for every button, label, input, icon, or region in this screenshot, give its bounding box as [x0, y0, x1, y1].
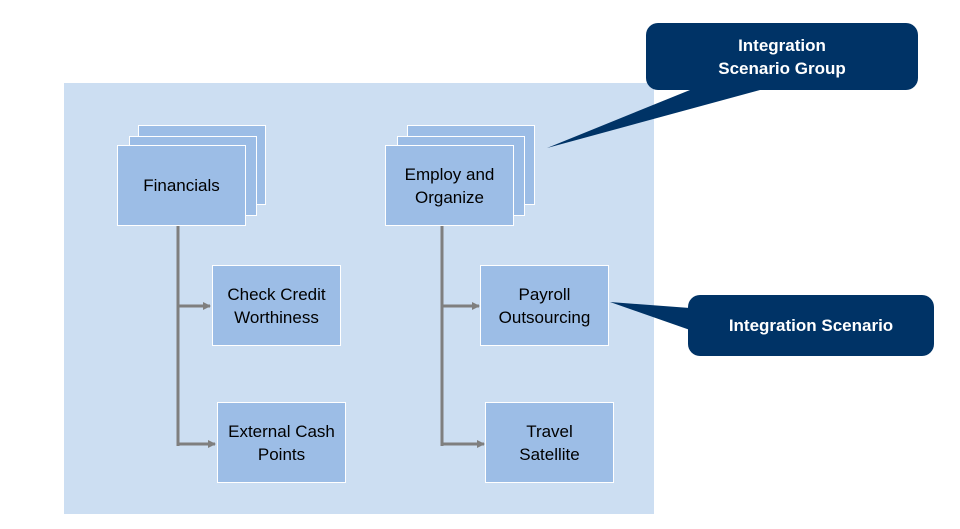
callout-group-pointer: [547, 90, 760, 148]
group-financials[interactable]: Financials: [117, 145, 246, 226]
callout-integration-scenario-group: Integration Scenario Group: [646, 23, 918, 90]
scenario-label: Payroll Outsourcing: [498, 284, 591, 327]
group-employ-and-organize[interactable]: Employ and Organize: [385, 145, 514, 226]
callout-scenario-label: Integration Scenario: [728, 316, 894, 335]
scenario-label: Travel Satellite: [519, 421, 580, 464]
scenario-payroll-outsourcing[interactable]: Payroll Outsourcing: [480, 265, 609, 346]
connector-financials: [176, 225, 216, 448]
callout-group-label: Integration Scenario Group: [718, 35, 846, 78]
scenario-external-cash-points[interactable]: External Cash Points: [217, 402, 346, 483]
connector-employ: [440, 225, 485, 448]
scenario-label: Check Credit Worthiness: [227, 284, 326, 327]
callout-scenario-pointer: [610, 302, 690, 330]
callout-integration-scenario: Integration Scenario: [688, 295, 934, 356]
scenario-travel-satellite[interactable]: Travel Satellite: [485, 402, 614, 483]
group-financials-label: Financials: [143, 176, 220, 195]
group-employ-label: Employ and Organize: [404, 164, 495, 207]
scenario-check-credit-worthiness[interactable]: Check Credit Worthiness: [212, 265, 341, 346]
scenario-label: External Cash Points: [228, 421, 335, 464]
